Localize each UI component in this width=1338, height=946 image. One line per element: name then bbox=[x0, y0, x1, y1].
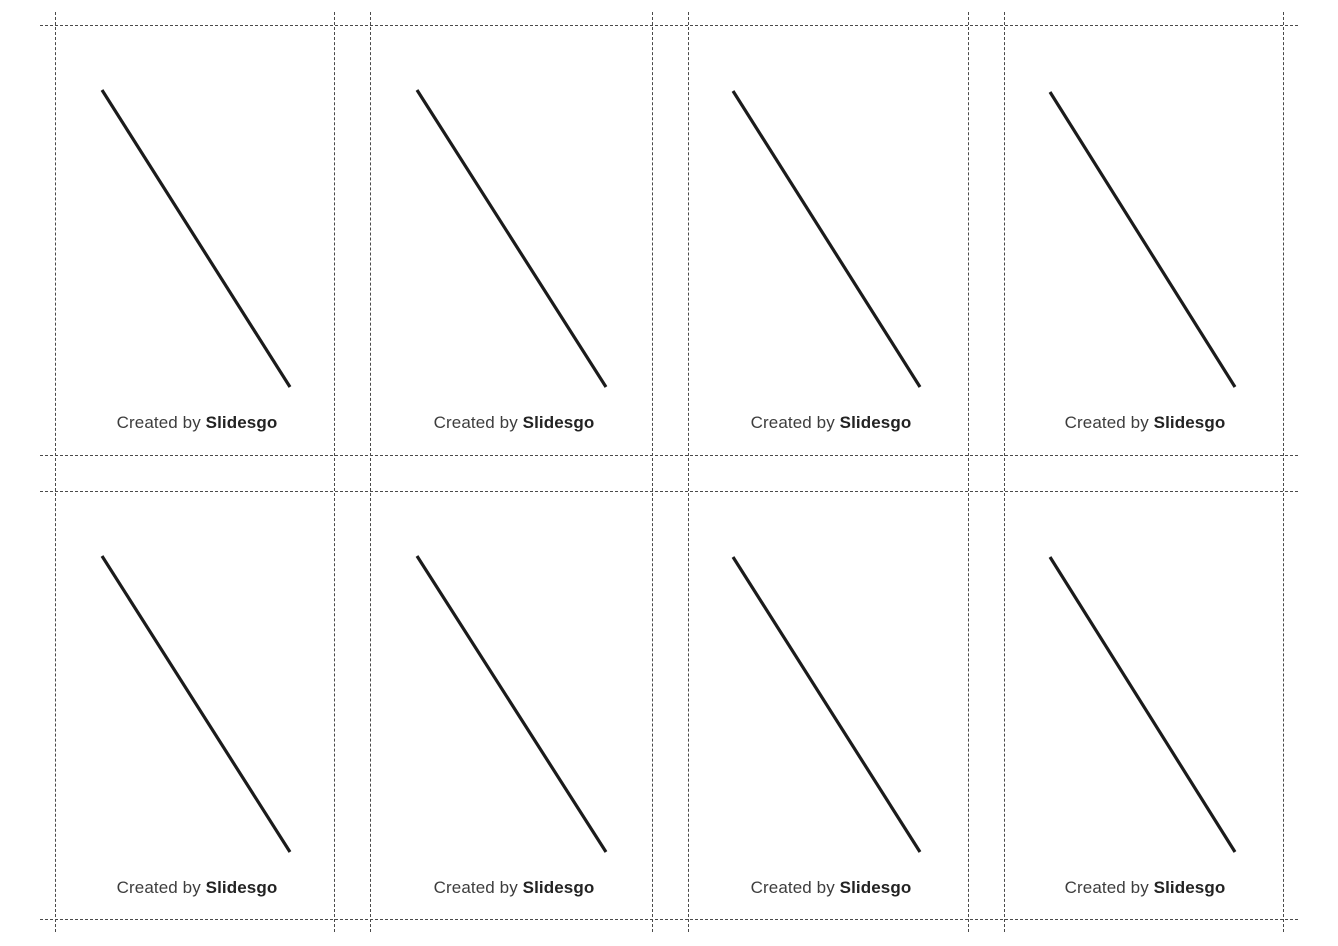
watermark-created-by-slidesgo: Created by Slidesgo bbox=[117, 413, 278, 433]
vertical-cut-guide-4 bbox=[652, 12, 653, 932]
watermark-brand: Slidesgo bbox=[839, 413, 912, 432]
watermark-prefix: Created by bbox=[433, 413, 518, 432]
watermark-brand: Slidesgo bbox=[205, 878, 278, 897]
horizontal-cut-guide-2 bbox=[40, 455, 1298, 456]
watermark-created-by-slidesgo: Created by Slidesgo bbox=[1065, 878, 1226, 898]
watermark-brand: Slidesgo bbox=[522, 878, 595, 897]
watermark-prefix: Created by bbox=[750, 413, 835, 432]
panel-r1-c4: Created by Slidesgo bbox=[1004, 25, 1283, 455]
diagonal-line bbox=[415, 555, 608, 853]
watermark-created-by-slidesgo: Created by Slidesgo bbox=[434, 413, 595, 433]
watermark-prefix: Created by bbox=[1064, 413, 1149, 432]
watermark-created-by-slidesgo: Created by Slidesgo bbox=[434, 878, 595, 898]
watermark-brand: Slidesgo bbox=[205, 413, 278, 432]
watermark-brand: Slidesgo bbox=[839, 878, 912, 897]
diagonal-line bbox=[731, 556, 922, 853]
watermark-created-by-slidesgo: Created by Slidesgo bbox=[751, 878, 912, 898]
panel-r2-c1: Created by Slidesgo bbox=[55, 491, 334, 919]
watermark-created-by-slidesgo: Created by Slidesgo bbox=[1065, 413, 1226, 433]
diagonal-line bbox=[100, 89, 292, 388]
panel-r1-c3: Created by Slidesgo bbox=[688, 25, 968, 455]
watermark-prefix: Created by bbox=[1064, 878, 1149, 897]
horizontal-cut-guide-4 bbox=[40, 919, 1298, 920]
watermark-brand: Slidesgo bbox=[1153, 413, 1226, 432]
watermark-brand: Slidesgo bbox=[1153, 878, 1226, 897]
watermark-prefix: Created by bbox=[116, 413, 201, 432]
panel-r2-c4: Created by Slidesgo bbox=[1004, 491, 1283, 919]
panel-r2-c3: Created by Slidesgo bbox=[688, 491, 968, 919]
panel-r2-c2: Created by Slidesgo bbox=[370, 491, 652, 919]
diagonal-line bbox=[100, 555, 292, 853]
panel-r1-c2: Created by Slidesgo bbox=[370, 25, 652, 455]
vertical-cut-guide-6 bbox=[968, 12, 969, 932]
panel-r1-c1: Created by Slidesgo bbox=[55, 25, 334, 455]
watermark-created-by-slidesgo: Created by Slidesgo bbox=[117, 878, 278, 898]
watermark-brand: Slidesgo bbox=[522, 413, 595, 432]
watermark-created-by-slidesgo: Created by Slidesgo bbox=[751, 413, 912, 433]
diagonal-line bbox=[415, 89, 608, 388]
vertical-cut-guide-8 bbox=[1283, 12, 1284, 932]
diagonal-line bbox=[1048, 556, 1237, 853]
watermark-prefix: Created by bbox=[750, 878, 835, 897]
diagonal-line bbox=[1048, 91, 1237, 388]
diagonal-line bbox=[731, 90, 922, 388]
vertical-cut-guide-2 bbox=[334, 12, 335, 932]
watermark-prefix: Created by bbox=[433, 878, 518, 897]
watermark-prefix: Created by bbox=[116, 878, 201, 897]
